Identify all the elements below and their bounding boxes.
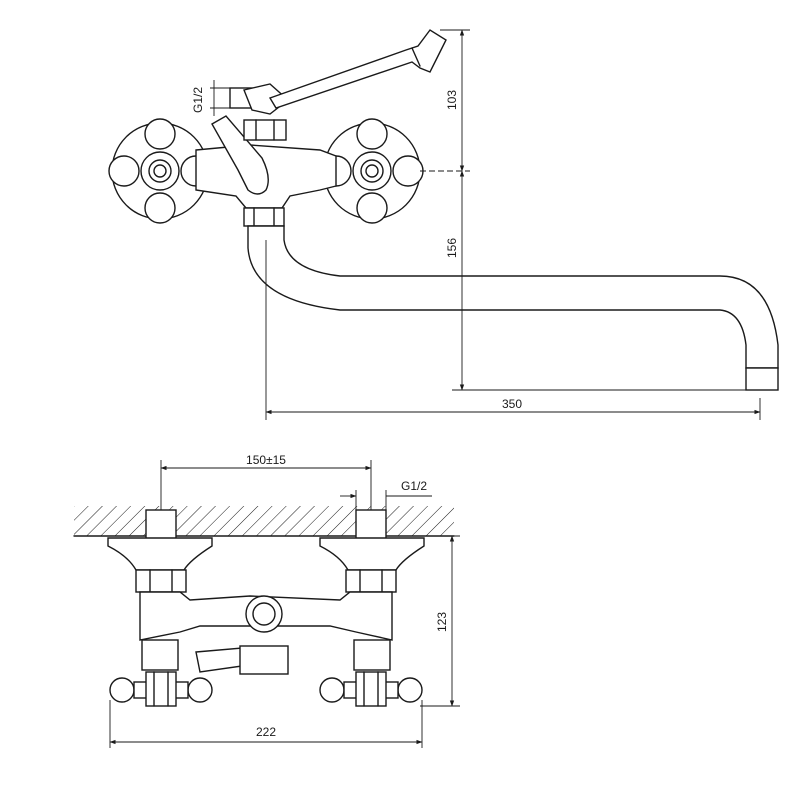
diverter-nut	[243, 119, 287, 141]
right-handle-rosette	[320, 118, 424, 224]
dim-height-upper: 103	[445, 90, 459, 110]
spout-nut	[243, 207, 285, 227]
dim-overall-width: 222	[256, 725, 276, 739]
dim-height-lower: 156	[445, 238, 459, 258]
dim-thread-bottom: G1/2	[401, 479, 427, 493]
wall-hatch	[74, 506, 454, 536]
right-handle-top	[319, 671, 423, 707]
diverter-lever	[211, 115, 269, 195]
lever-top	[195, 647, 243, 673]
top-view: 150±15 G1/2 123 222	[73, 453, 460, 748]
left-escutcheon	[107, 537, 213, 571]
front-view: 103 156 350 G1/2	[108, 29, 779, 420]
left-handle-top	[109, 671, 213, 707]
dim-inlet-spacing: 150±15	[246, 453, 286, 467]
dim-spout-length: 350	[502, 397, 522, 411]
dim-thread-top: G1/2	[191, 87, 205, 113]
right-escutcheon	[319, 537, 425, 571]
lever-handle	[268, 29, 447, 109]
spout	[247, 225, 779, 369]
dim-depth: 123	[435, 612, 449, 632]
spout-outlet	[245, 595, 283, 633]
spout-aerator	[745, 367, 779, 391]
